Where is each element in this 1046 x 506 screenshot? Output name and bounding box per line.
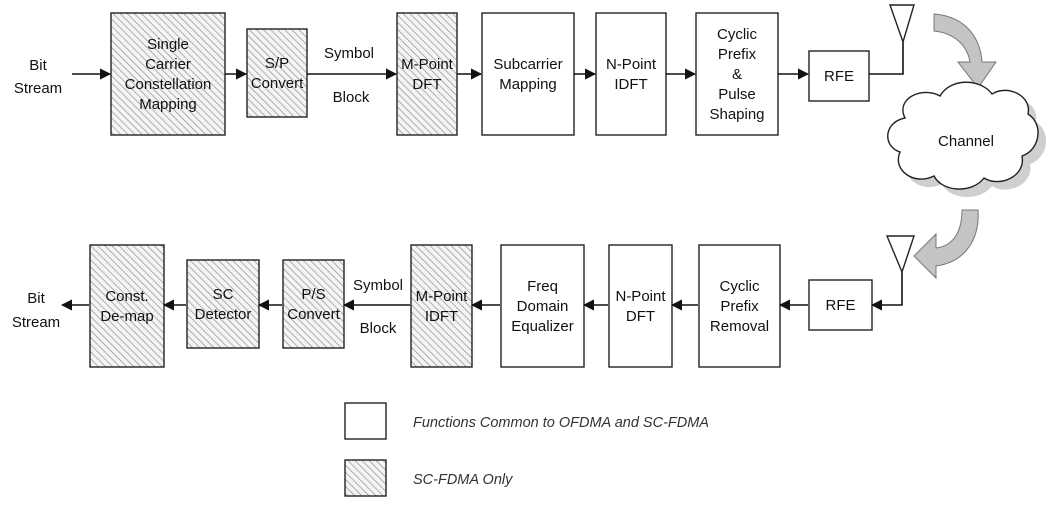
curved-arrow-left-icon <box>913 209 979 280</box>
single-carrier-mapping-block-label-line: Carrier <box>145 56 191 73</box>
m-point-idft-block-label-line: IDFT <box>425 308 458 325</box>
cyclic-prefix-pulse-shaping-block-label-line: Cyclic <box>717 26 757 43</box>
rx-block-label: Block <box>360 320 397 337</box>
single-carrier-mapping-block-box <box>110 12 226 136</box>
tx-rfe-block: RFE <box>808 50 870 102</box>
freq-domain-equalizer-block-label-line: Freq <box>527 278 558 295</box>
cyclic-prefix-removal-block-label-line: Cyclic <box>720 278 760 295</box>
sc-detector-block-box <box>186 259 260 349</box>
tx-symbol-label: Symbol <box>324 45 374 62</box>
cyclic-prefix-pulse-shaping-block-label-line: Shaping <box>709 106 764 123</box>
const-demap-block: Const. De-map <box>89 244 165 368</box>
n-point-dft-block-box <box>608 244 673 368</box>
n-point-idft-block-label-line: N-Point <box>606 56 657 73</box>
sp-convert-block-label-line: S/P <box>265 55 289 72</box>
rx-output-line-1: Bit <box>27 290 45 307</box>
cyclic-prefix-pulse-shaping-block-label-line: Pulse <box>718 86 756 103</box>
wire-antenna-to-rfe <box>870 272 903 311</box>
rx-arrows <box>60 272 903 311</box>
sc-detector-block-label-line: Detector <box>195 306 252 323</box>
tx-block-label: Block <box>333 89 370 106</box>
ps-convert-block: P/S Convert <box>282 259 345 349</box>
legend-common-swatch <box>344 402 387 440</box>
legend-scfdma-label: SC-FDMA Only <box>413 472 513 488</box>
cyclic-prefix-removal-block-label-line: Prefix <box>720 298 759 315</box>
tx-input-label: Bit Stream <box>14 57 62 97</box>
cyclic-prefix-pulse-shaping-block-label-line: & <box>732 66 742 83</box>
channel-cloud: Channel <box>887 81 1046 198</box>
tx-input-line-2: Stream <box>14 80 62 97</box>
wire-rfe-to-antenna <box>869 42 904 75</box>
tx-rfe-block-box <box>808 50 870 102</box>
subcarrier-mapping-block-label-line: Subcarrier <box>493 56 562 73</box>
freq-domain-equalizer-block-label-line: Domain <box>517 298 569 315</box>
cyclic-prefix-pulse-shaping-block-label-line: Prefix <box>718 46 757 63</box>
ps-convert-block-label-line: P/S <box>301 286 325 303</box>
n-point-idft-block-box <box>595 12 667 136</box>
sc-detector-block-label-line: SC <box>213 286 234 303</box>
rx-rfe-block: RFE <box>808 279 873 331</box>
curved-arrow-down-icon <box>933 13 997 89</box>
freq-domain-equalizer-block-label-line: Equalizer <box>511 318 574 335</box>
n-point-idft-block-label-line: IDFT <box>614 76 647 93</box>
ps-convert-block-box <box>282 259 345 349</box>
m-point-dft-block-box <box>396 12 458 136</box>
sp-convert-block-box <box>246 28 308 118</box>
cyclic-prefix-removal-block-label-line: Removal <box>710 318 769 335</box>
m-point-dft-block-label-line: DFT <box>412 76 441 93</box>
tx-input-line-1: Bit <box>29 57 47 74</box>
sp-convert-block: S/P Convert <box>246 28 308 118</box>
const-demap-block-box <box>89 244 165 368</box>
n-point-dft-block-label-line: DFT <box>626 308 655 325</box>
subcarrier-mapping-block-box <box>481 12 575 136</box>
subcarrier-mapping-block-label-line: Mapping <box>499 76 557 93</box>
cyclic-prefix-pulse-shaping-block-box <box>695 12 779 136</box>
m-point-idft-block-label-line: M-Point <box>416 288 469 305</box>
rx-output-label: Bit Stream <box>12 290 60 331</box>
rx-chain: Const. De-map SC Detector P/S Convert M-PointI… <box>89 244 873 368</box>
n-point-dft-block-label-line: N-Point <box>615 288 666 305</box>
single-carrier-mapping-block-label-line: Constellation <box>125 76 212 93</box>
m-point-idft-block-box <box>410 244 473 368</box>
rx-symbol-label: Symbol <box>353 277 403 294</box>
tx-rfe-block-label-line: RFE <box>824 68 854 85</box>
ps-convert-block-label-line: Convert <box>287 306 340 323</box>
tx-antenna-icon <box>889 4 915 45</box>
tx-arrows <box>72 42 904 80</box>
single-carrier-mapping-block-label-line: Single <box>147 36 189 53</box>
legend-common-label: Functions Common to OFDMA and SC-FDMA <box>413 415 709 431</box>
tx-symbol-block-label: Symbol Block <box>324 45 374 106</box>
rx-antenna-icon <box>885 235 915 274</box>
sc-detector-block: SC Detector <box>186 259 260 349</box>
rx-symbol-block-label: Symbol Block <box>353 277 403 337</box>
const-demap-block-label-line: De-map <box>100 308 153 325</box>
sp-convert-block-label-line: Convert <box>251 75 304 92</box>
rx-rfe-block-label-line: RFE <box>826 297 856 314</box>
single-carrier-mapping-block-label-line: Mapping <box>139 96 197 113</box>
const-demap-block-label-line: Const. <box>105 288 148 305</box>
channel-label: Channel <box>938 133 994 150</box>
legend-scfdma-swatch <box>344 459 387 497</box>
rx-output-line-2: Stream <box>12 314 60 331</box>
legend: Functions Common to OFDMA and SC-FDMA SC… <box>344 402 709 497</box>
m-point-dft-block-label-line: M-Point <box>401 56 454 73</box>
tx-chain: SingleCarrierConstellationMappingS/PConv… <box>110 12 870 136</box>
